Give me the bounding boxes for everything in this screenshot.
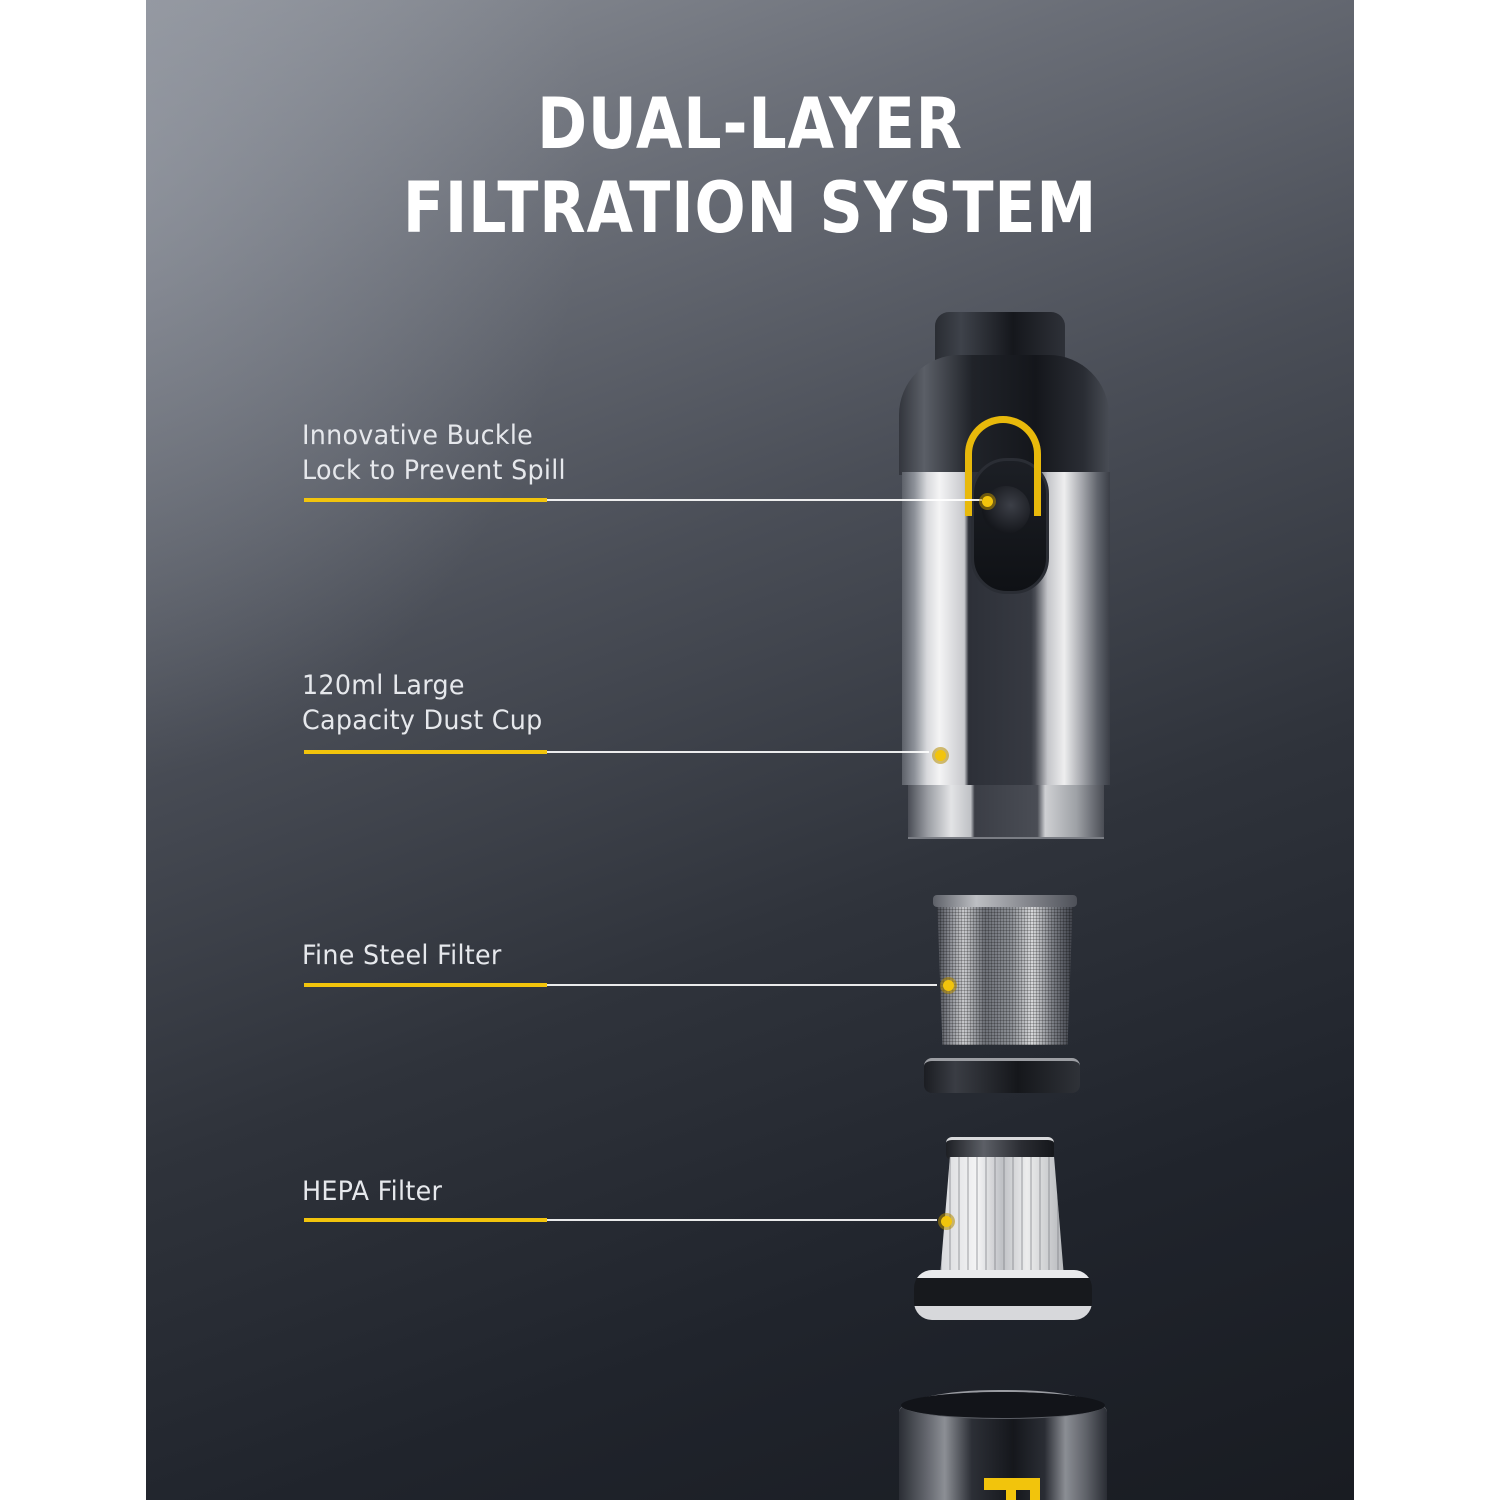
brand-logo-icon bbox=[984, 1478, 1040, 1500]
callout-buckle-lock: Innovative Buckle Lock to Prevent Spill bbox=[302, 418, 982, 502]
steel-filter-base bbox=[924, 1058, 1080, 1093]
page-title: DUAL-LAYER FILTRATION SYSTEM bbox=[231, 82, 1270, 250]
callout-leader-line bbox=[547, 751, 929, 753]
callout-accent-bar bbox=[304, 983, 547, 987]
buckle-lock-icon bbox=[965, 416, 1041, 516]
product-infographic-panel: DUAL-LAYER FILTRATION SYSTEM Innovative … bbox=[146, 0, 1354, 1500]
callout-label: HEPA Filter bbox=[302, 1176, 443, 1207]
callout-accent-bar bbox=[304, 750, 547, 754]
dust-cup-body-lower bbox=[902, 665, 1110, 785]
steel-filter-rim bbox=[933, 895, 1077, 907]
callout-label: Fine Steel Filter bbox=[302, 940, 502, 971]
hepa-filter-pleats bbox=[940, 1157, 1064, 1277]
callout-label: 120ml Large Capacity Dust Cup bbox=[302, 670, 543, 736]
yellow-dot-icon bbox=[982, 496, 993, 507]
callout-label: Innovative Buckle Lock to Prevent Spill bbox=[302, 420, 566, 486]
steel-filter-mesh bbox=[937, 897, 1073, 1045]
callout-leader-line bbox=[547, 1219, 937, 1221]
callout-hepa-filter: HEPA Filter bbox=[302, 1174, 937, 1222]
vacuum-body-opening bbox=[901, 1392, 1105, 1419]
yellow-dot-icon bbox=[941, 1216, 952, 1227]
callout-steel-filter: Fine Steel Filter bbox=[302, 938, 937, 987]
callout-leader-line bbox=[547, 499, 982, 501]
callout-accent-bar bbox=[304, 1218, 547, 1222]
callout-dust-cup: 120ml Large Capacity Dust Cup bbox=[302, 668, 929, 754]
hepa-filter-cap bbox=[946, 1137, 1054, 1160]
yellow-dot-icon bbox=[943, 980, 954, 991]
yellow-dot-icon bbox=[935, 750, 946, 761]
callout-leader-line bbox=[547, 984, 937, 986]
dust-cup-base bbox=[908, 785, 1104, 839]
callout-accent-bar bbox=[304, 498, 547, 502]
hepa-filter-base bbox=[914, 1270, 1092, 1320]
title-line-1: DUAL-LAYER bbox=[537, 83, 963, 165]
title-line-2: FILTRATION SYSTEM bbox=[402, 167, 1098, 249]
